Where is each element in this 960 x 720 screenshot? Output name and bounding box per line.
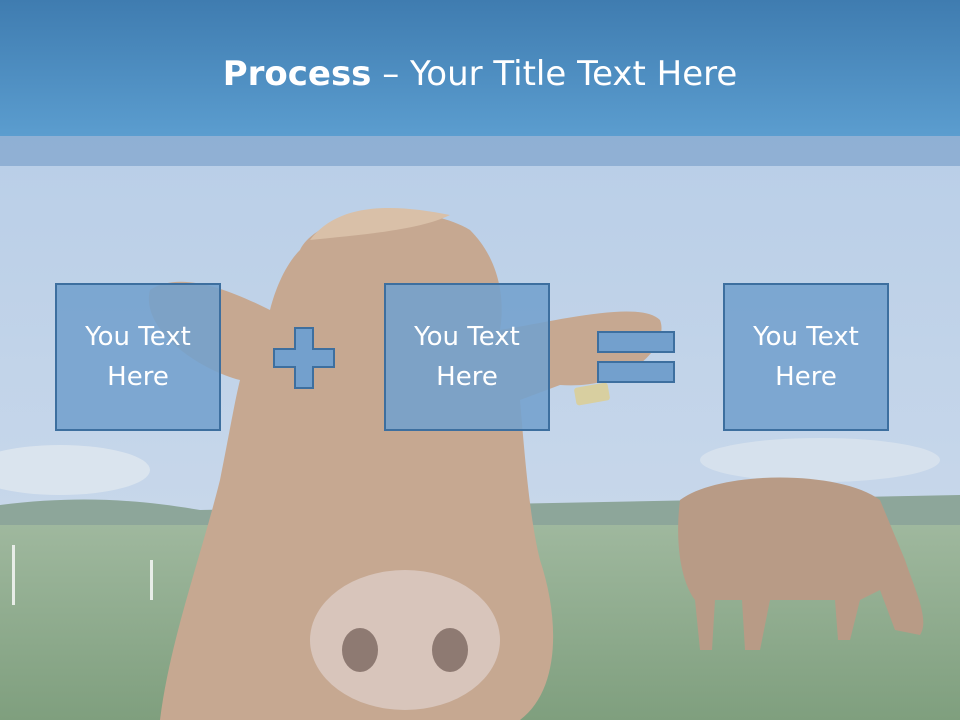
slide-title: Process – Your Title Text Here	[0, 52, 960, 96]
title-bold: Process	[222, 54, 372, 94]
equals-icon	[597, 331, 675, 383]
process-box-2[interactable]: You Text Here	[384, 283, 550, 431]
title-subbar	[0, 136, 960, 166]
title-bar	[0, 0, 960, 136]
plus-icon	[273, 327, 335, 389]
title-rest: – Your Title Text Here	[371, 54, 738, 94]
process-box-3[interactable]: You Text Here	[723, 283, 889, 431]
process-box-1[interactable]: You Text Here	[55, 283, 221, 431]
